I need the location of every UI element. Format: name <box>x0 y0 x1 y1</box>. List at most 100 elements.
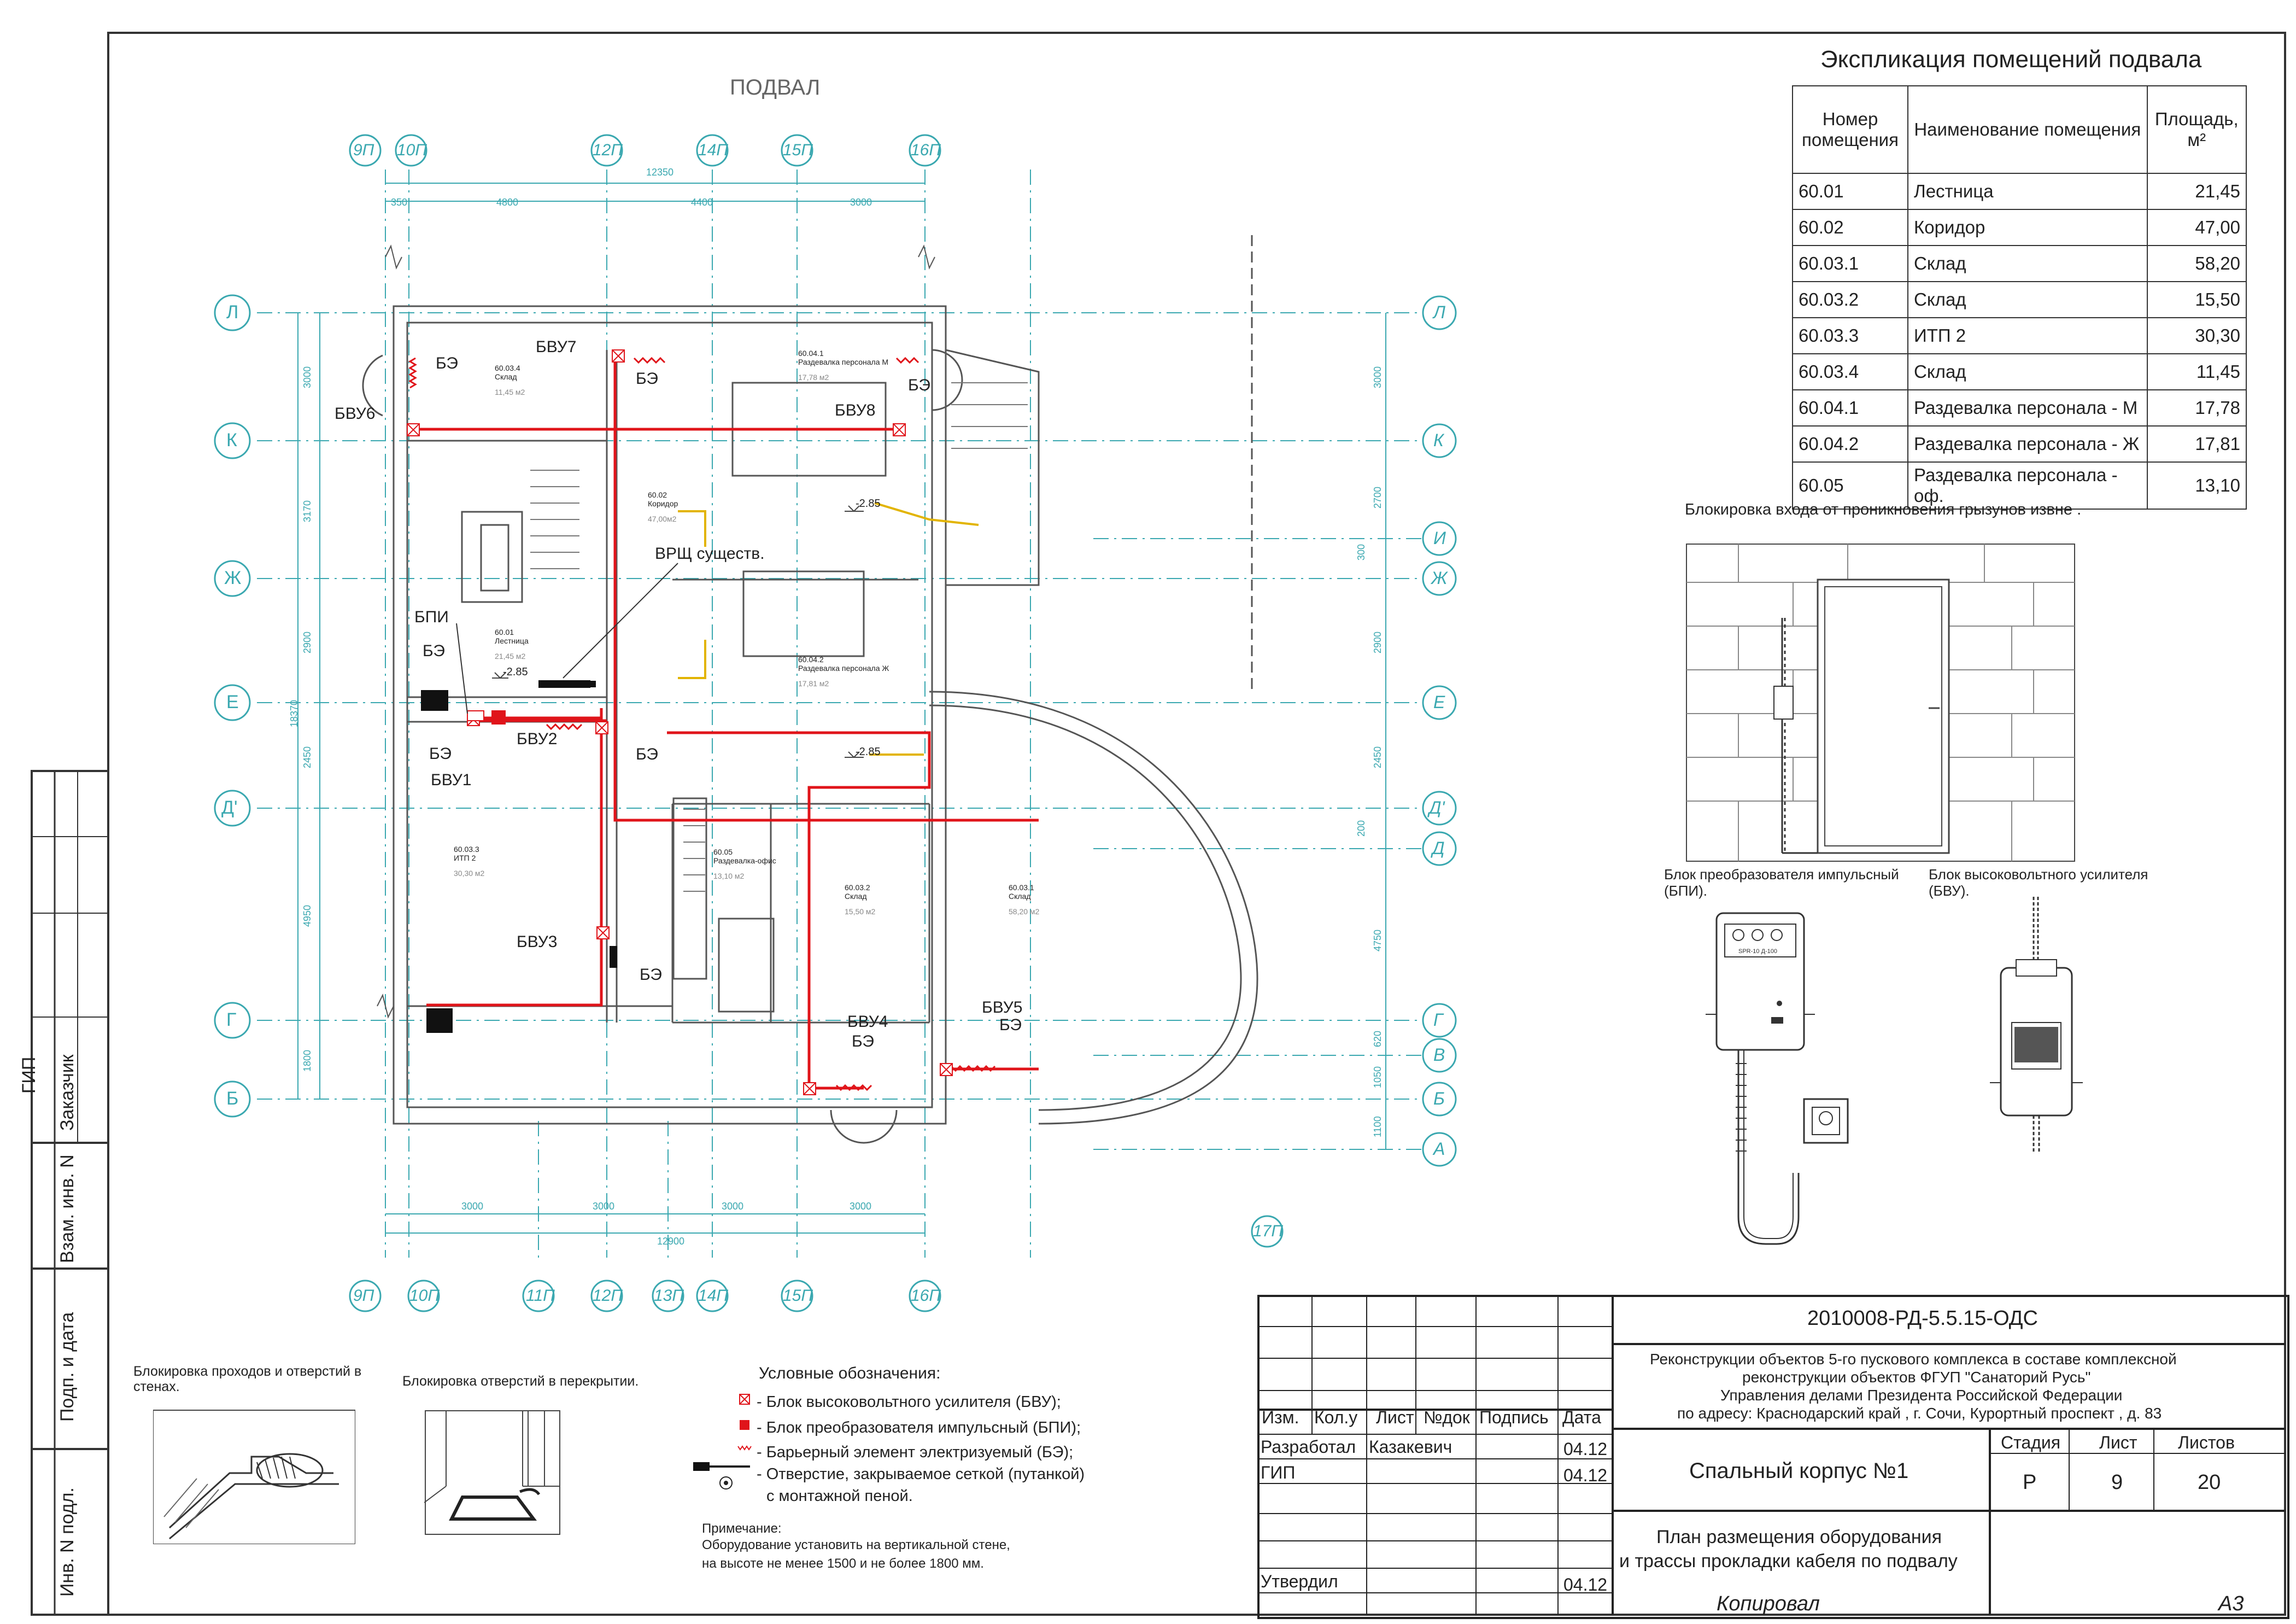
project-line-1: Реконструкции объектов 5-го пускового ко… <box>1650 1351 2177 1368</box>
dim-top-d3: 4400 <box>691 197 713 208</box>
label-bpi: БПИ <box>414 608 449 626</box>
dim-right-d3: 300 <box>1356 544 1367 560</box>
header-cell: Наименование помещения <box>1907 85 2148 174</box>
label-bvu7: БВУ7 <box>536 338 577 356</box>
room-label: 60.04.2 Раздевалка персонала Ж 17,81 м2 <box>798 655 889 688</box>
barrier-elements <box>408 357 996 1091</box>
signer-date: 04.12 <box>1563 1465 1608 1485</box>
dim-bottom-d3: 3000 <box>722 1201 744 1212</box>
label-bvu3: БВУ3 <box>517 933 558 951</box>
room-area-cell: 15,50 <box>2146 281 2247 318</box>
dim-bottom-d4: 3000 <box>850 1201 872 1212</box>
room-name: Склад <box>495 372 517 381</box>
room-name: Склад <box>845 892 867 901</box>
table-header-row: Номер помещения Наименование помещения П… <box>1791 85 2247 174</box>
explication-title: Экспликация помещений подвала <box>1820 46 2202 73</box>
grid-top-4: 15П <box>783 141 813 159</box>
grid-right-8: В <box>1433 1045 1445 1065</box>
room-area: 13,10 м2 <box>713 872 745 880</box>
break-marks <box>377 244 935 1019</box>
detail-bpi-title: Блок преобразователя импульсный (БПИ). <box>1664 866 1899 899</box>
document-code: 2010008-РД-5.5.15-ОДС <box>1807 1307 2038 1330</box>
dim-top-total: 12350 <box>646 167 674 178</box>
room-area-cell: 17,78 <box>2146 389 2247 427</box>
header-cell: Номер помещения <box>1791 85 1909 174</box>
dim-right-d4: 2900 <box>1372 631 1383 653</box>
dim-left-d5: 4950 <box>302 904 313 927</box>
room-number: 60.04.1 <box>798 349 824 358</box>
sheet-format: А3 <box>2218 1592 2244 1615</box>
sheet-title-line-1: План размещения оборудования <box>1656 1527 1942 1547</box>
room-area: 47,00м2 <box>648 515 677 523</box>
legend-symbols <box>693 1394 752 1489</box>
grid-bottom-0: 9П <box>353 1287 374 1305</box>
vrsh-leader <box>456 563 678 714</box>
room-area-cell: 13,10 <box>2146 462 2247 510</box>
level-mark-text: -2.85 <box>856 746 881 758</box>
dim-right-d1: 3000 <box>1372 366 1383 388</box>
note-title: Примечание: <box>702 1521 782 1536</box>
grid-right-10: А <box>1433 1139 1445 1159</box>
room-area: 17,81 м2 <box>798 679 829 688</box>
room-label: 60.05 Раздевалка-офис 13,10 м2 <box>713 848 776 880</box>
grid-top-2: 12П <box>593 141 623 159</box>
project-line-3: Управления делами Президента Российской … <box>1720 1387 2123 1404</box>
grid-left-0: Л <box>226 302 239 323</box>
grid-bottom-2: 11П <box>526 1287 555 1305</box>
room-name-cell: Раздевалка персонала - оф. <box>1907 462 2148 510</box>
legend-item-opening-2: с монтажной пеной. <box>766 1487 913 1505</box>
wall-detail-drawing <box>153 1410 355 1544</box>
label-bvu1: БВУ1 <box>431 771 472 789</box>
legend-item-be: - Барьерный элемент электризуемый (БЭ); <box>757 1444 1074 1461</box>
grid-right-6: Д <box>1432 838 1445 858</box>
grid-bottom-6: 15П <box>783 1287 813 1305</box>
stair-hatch <box>530 382 1028 892</box>
grid-left-6: Б <box>226 1088 239 1109</box>
grid-right-7: Г <box>1433 1010 1443 1030</box>
dim-top-d2: 4800 <box>496 197 519 208</box>
room-area-cell: 58,20 <box>2146 245 2247 282</box>
col-header-ndoc: №док <box>1424 1407 1470 1427</box>
room-area: 21,45 м2 <box>495 652 526 661</box>
room-name: Раздевалка персонала М <box>798 358 889 366</box>
label-be-bvu1: БЭ <box>429 745 452 763</box>
label-bvu2: БВУ2 <box>517 730 558 748</box>
room-name-cell: Склад <box>1907 245 2148 282</box>
room-area: 11,45 м2 <box>495 388 525 396</box>
dim-left-d3: 2900 <box>302 631 313 653</box>
room-area-cell: 30,30 <box>2146 317 2247 354</box>
dim-left-total: 18370 <box>289 699 300 727</box>
title-block-grid <box>1257 1295 2285 1615</box>
level-mark-text: -2.85 <box>856 498 881 510</box>
grid-top-1: 10П <box>397 141 427 159</box>
grid-extra: 17П <box>1253 1222 1284 1240</box>
dim-bottom-total: 12900 <box>657 1236 685 1247</box>
floor-detail-drawing <box>424 1410 560 1535</box>
bpi-device-drawing: SPR-10 Д-100 <box>1706 912 1849 1245</box>
header-cell: Площадь, м² <box>2146 85 2247 174</box>
room-name-cell: Раздевалка персонала - М <box>1907 389 2148 427</box>
copied-by: Копировал <box>1717 1592 1820 1615</box>
grid-right-3: Ж <box>1431 568 1448 588</box>
room-number-cell: 60.03.1 <box>1791 245 1909 282</box>
signer-name: Казакевич <box>1369 1437 1452 1457</box>
room-name: Склад <box>1009 892 1031 901</box>
grid-right-2: И <box>1433 528 1446 548</box>
black-blocks <box>421 680 617 1033</box>
cable-route <box>413 355 1039 1090</box>
legend-title: Условные обозначения: <box>759 1364 941 1382</box>
grid-left-5: Г <box>226 1009 237 1030</box>
sheet-header: Лист <box>2099 1433 2137 1452</box>
dim-right-d8: 620 <box>1372 1030 1383 1047</box>
project-line-2: реконструкции объектов ФГУП "Санаторий Р… <box>1742 1369 2091 1386</box>
legend-item-bvu: - Блок высоковольтного усилителя (БВУ); <box>757 1393 1061 1411</box>
col-header-izm: Изм. <box>1262 1407 1299 1427</box>
room-number: 60.03.2 <box>845 883 870 892</box>
label-bvu6: БВУ6 <box>335 405 376 423</box>
